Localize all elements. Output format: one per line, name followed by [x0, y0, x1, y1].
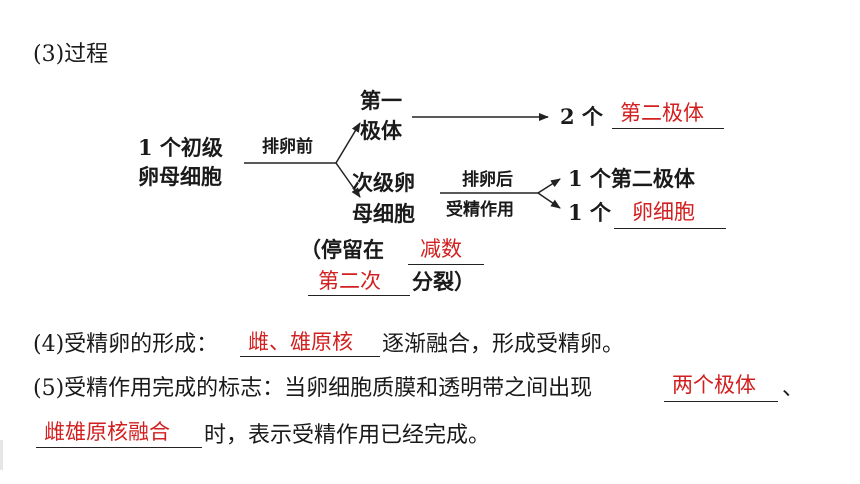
item4-blank	[240, 356, 380, 357]
fork-up-arrow	[537, 178, 561, 194]
note-open: （停留在	[300, 237, 384, 262]
primary-oocyte-line2: 卵母细胞	[138, 164, 222, 189]
edge-after-label1: 排卵后	[462, 170, 513, 190]
section-title: (3)过程	[33, 42, 109, 67]
item4-prefix: (4)受精卵的形成：	[33, 332, 219, 357]
note-blank2	[308, 295, 410, 296]
result-b-blank	[614, 228, 726, 229]
primary-oocyte-line1: 1 个初级	[138, 135, 223, 160]
edge-after-label2: 受精作用	[446, 200, 514, 220]
branch-down-arrow	[335, 162, 361, 198]
first-polar-line1: 第一	[360, 88, 402, 113]
item5-suffix: 时，表示受精作用已经完成。	[204, 423, 491, 448]
item5-sep: 、	[782, 376, 805, 401]
note-blank1	[408, 264, 484, 265]
item5-answer2: 雌雄原核融合	[44, 420, 170, 444]
first-polar-line2: 极体	[360, 118, 402, 143]
note-close: 分裂）	[412, 269, 475, 294]
note-answer1: 减数	[420, 237, 462, 261]
item4-answer: 雌、雄原核	[248, 330, 353, 354]
edge-mark	[0, 440, 3, 470]
result-first-blank	[612, 128, 724, 129]
item5-blank2	[36, 447, 202, 448]
fork-down-arrow	[537, 192, 561, 209]
result-b-answer: 卵细胞	[632, 200, 695, 224]
secondary-oocyte-line2: 母细胞	[352, 201, 415, 226]
result-b-prefix: 1 个	[568, 200, 611, 225]
item5-answer1: 两个极体	[672, 373, 756, 397]
item5-prefix: (5)受精作用完成的标志：当卵细胞质膜和透明带之间出现	[33, 376, 593, 401]
secondary-oocyte-line1: 次级卵	[352, 170, 415, 195]
note-answer2: 第二次	[318, 269, 381, 293]
result-a: 1 个第二极体	[568, 166, 695, 191]
item4-suffix: 逐渐融合，形成受精卵。	[382, 332, 625, 357]
edge-before-label: 排卵前	[262, 137, 313, 157]
result-first-answer: 第二极体	[620, 101, 704, 125]
item5-blank1	[664, 401, 778, 402]
result-first-prefix: 2 个	[560, 104, 603, 129]
branch-up-arrow	[335, 122, 361, 164]
